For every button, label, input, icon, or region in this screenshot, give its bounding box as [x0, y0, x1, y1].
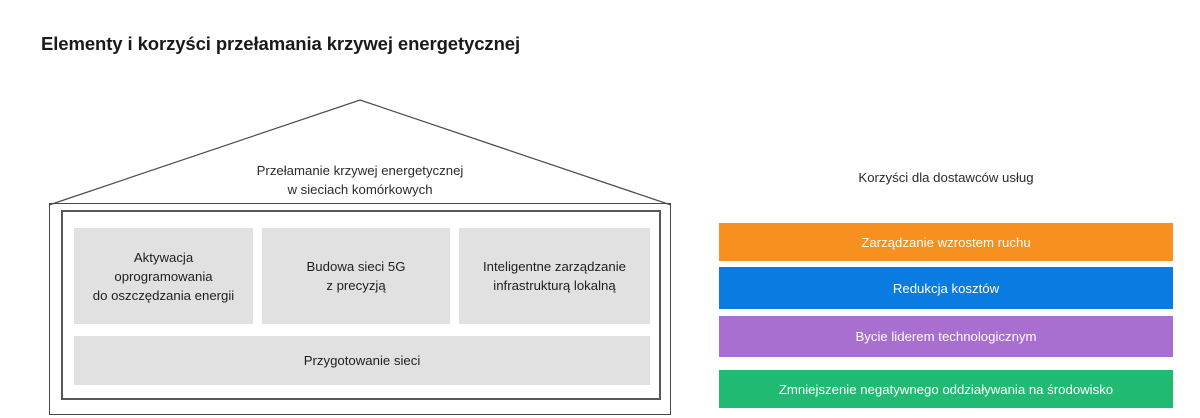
roof-label-line-2: w sieciach komórkowych [287, 182, 433, 197]
pillar-0-line-2: oprogramowania [114, 268, 213, 284]
pillar-2-line-2: infrastrukturą lokalną [493, 278, 616, 293]
pillar-1-line-1: Budowa sieci 5G [306, 259, 406, 274]
benefit-bar-0-label: Zarządzanie wzrostem ruchu [861, 234, 1031, 250]
pillar-box-software-activation: Aktywacja oprogramowania do oszczędzania… [74, 228, 253, 324]
benefits-heading: Korzyści dla dostawców usług [858, 170, 1034, 185]
benefit-bar-1-label: Redukcja kosztów [892, 280, 1000, 296]
pillar-0-line-1: Aktywacja [133, 249, 194, 265]
benefit-bar-traffic-growth: Zarządzanie wzrostem ruchu [719, 223, 1173, 261]
house-outer-frame [49, 203, 671, 415]
house-diagram: Przełamanie krzywej energetycznej w siec… [0, 85, 700, 418]
pillar-2-line-1: Inteligentne zarządzanie [483, 259, 626, 274]
roof-label: Przełamanie krzywej energetycznej w siec… [140, 161, 580, 199]
foundation-label: Przygotowanie sieci [303, 353, 421, 368]
benefit-bar-environmental-impact: Zmniejszenie negatywnego oddziaływania n… [719, 370, 1173, 408]
page-title: Elementy i korzyści przełamania krzywej … [41, 33, 521, 54]
pillar-box-5g-build: Budowa sieci 5G z precyzją [262, 228, 450, 324]
benefit-bar-technology-leadership: Bycie liderem technologicznym [719, 316, 1173, 357]
foundation-box-network-preparation: Przygotowanie sieci [74, 336, 650, 385]
pillar-1-line-2: z precyzją [326, 278, 386, 293]
pillar-box-intelligent-management: Inteligentne zarządzanie infrastrukturą … [459, 228, 650, 324]
benefit-bar-cost-reduction: Redukcja kosztów [719, 267, 1173, 309]
roof-label-line-1: Przełamanie krzywej energetycznej [256, 163, 464, 178]
house-inner-frame [61, 210, 661, 400]
house-roof-outline [48, 99, 672, 206]
roof-lines [48, 99, 672, 206]
benefit-bar-2-label: Bycie liderem technologicznym [855, 329, 1037, 344]
benefit-bar-3-label: Zmniejszenie negatywnego oddziaływania n… [778, 381, 1114, 397]
pillar-0-line-3: do oszczędzania energii [92, 287, 235, 303]
pillar-row: Aktywacja oprogramowania do oszczędzania… [74, 228, 650, 324]
